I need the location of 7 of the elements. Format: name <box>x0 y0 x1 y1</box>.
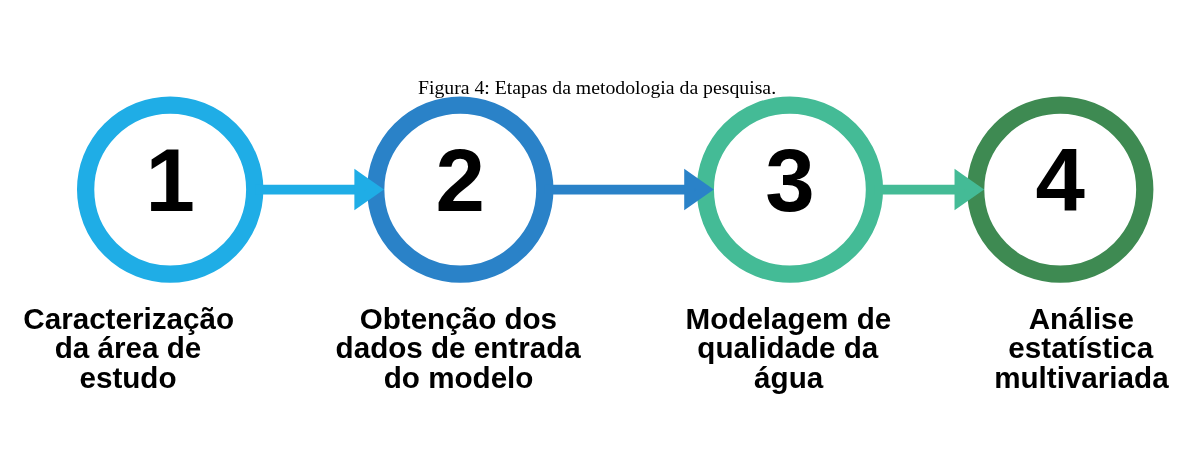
node-label: Modelagem de qualidade da água <box>685 301 892 394</box>
diagram-title: Figura 4: Etapas da metodologia da pesquisa. <box>417 75 777 98</box>
node-circle: 1 <box>77 95 264 283</box>
node-label: Análise estatística multivariada <box>994 301 1169 394</box>
node-circle: 4 <box>967 95 1154 283</box>
node-label: Obtenção dos dados de entrada do modelo <box>335 301 581 394</box>
node-label: Caracterização da área de estudo <box>23 301 234 394</box>
